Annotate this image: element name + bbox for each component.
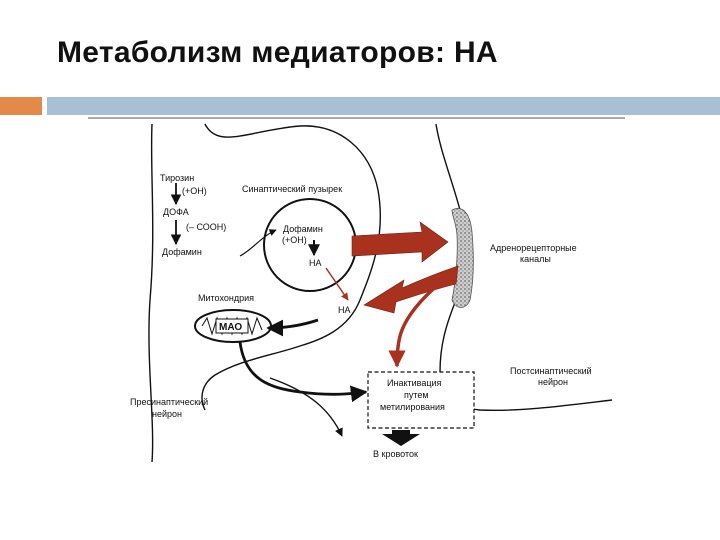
label-inactivation-2: путем <box>404 390 429 400</box>
label-dopamine-left: Дофамин <box>162 247 202 257</box>
header-bar <box>47 97 720 115</box>
mao-box <box>215 318 249 334</box>
label-tyrosine: Тирозин <box>160 173 194 183</box>
synaptic-vesicle <box>263 198 357 292</box>
arrow-release-to-receptors <box>351 221 449 263</box>
arrow-mao-branch-down <box>269 377 343 437</box>
arrow-mao-to-inactivation <box>238 341 368 403</box>
label-postsynaptic-2: нейрон <box>538 377 568 387</box>
presynaptic-membrane-left <box>148 123 154 463</box>
label-bloodstream: В кровоток <box>373 449 418 459</box>
arrow-na-to-mao <box>266 318 319 337</box>
arrow-to-bloodstream <box>382 430 420 446</box>
presynaptic-terminal-membrane <box>201 123 382 411</box>
label-postsynaptic-1: Постсинаптический <box>510 366 592 376</box>
label-inactivation-3: метилирования <box>380 402 445 412</box>
label-plus-oh-2: (+ОН) <box>282 235 307 245</box>
arrow-na-exit <box>325 267 349 301</box>
inactivation-box <box>367 371 475 429</box>
mitochondrion-cristae <box>201 316 263 336</box>
slide-title: Метаболизм медиаторов: НА <box>57 36 498 69</box>
label-plus-oh-1: (+ОН) <box>182 186 207 196</box>
label-na-vesicle: НА <box>309 258 322 268</box>
label-inactivation-1: Инактивация <box>387 378 442 388</box>
arrow-to-methylation <box>388 270 456 368</box>
label-dopa: ДОФА <box>163 207 189 217</box>
label-mao: МАО <box>219 322 242 333</box>
label-presynaptic-1: Пресинаптический <box>130 397 208 407</box>
header-accent-bar <box>0 97 42 115</box>
label-synaptic-vesicle: Синаптический пузырек <box>242 184 342 194</box>
label-dopamine-vesicle: Дофамин <box>283 224 323 234</box>
label-mitochondria: Митохондрия <box>198 293 254 303</box>
label-receptor-channels-2: каналы <box>520 254 551 264</box>
postsynaptic-membrane <box>435 123 613 412</box>
label-minus-cooh: (– СООН) <box>186 222 226 232</box>
label-na-released: НА <box>338 305 351 315</box>
arrow-dopamine-into-vesicle <box>239 229 277 257</box>
label-presynaptic-2: нейрон <box>152 409 182 419</box>
adrenoreceptor-channels <box>451 208 474 308</box>
arrow-reuptake <box>363 265 459 314</box>
label-receptor-channels-1: Адренорецепторные <box>490 243 577 253</box>
